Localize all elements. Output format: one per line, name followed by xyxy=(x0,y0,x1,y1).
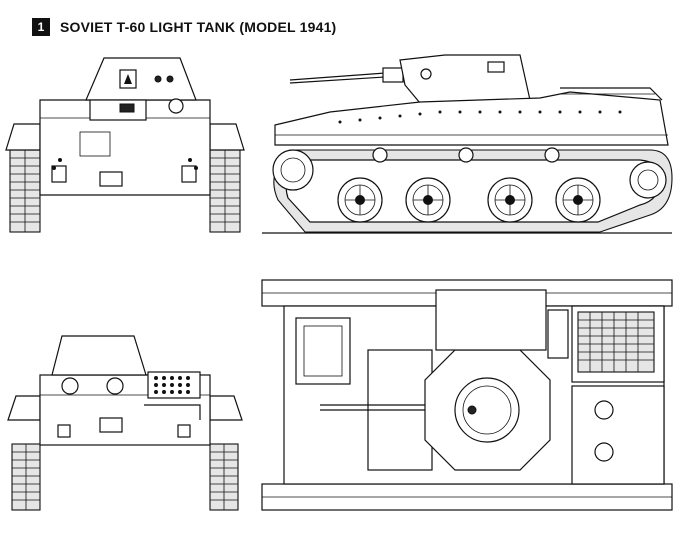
front-left-track xyxy=(9,149,41,233)
rear-turret xyxy=(51,335,147,376)
rear-view xyxy=(7,335,243,511)
front-turret xyxy=(85,57,197,101)
turret-hatch xyxy=(454,377,520,443)
plate-number-badge: 1 xyxy=(32,18,50,36)
side-turret xyxy=(399,54,531,104)
plate-title: SOVIET T-60 LIGHT TANK (MODEL 1941) xyxy=(60,19,337,35)
plate-header: 1 SOVIET T-60 LIGHT TANK (MODEL 1941) xyxy=(32,14,336,40)
drive-sprocket xyxy=(272,149,314,191)
side-view xyxy=(262,54,673,234)
front-right-track xyxy=(209,149,241,233)
front-view xyxy=(5,57,245,233)
main-gun xyxy=(289,72,386,81)
top-driver-hatch xyxy=(295,317,351,385)
top-view xyxy=(261,279,673,511)
side-hull xyxy=(274,91,669,146)
top-engine-grille xyxy=(577,311,655,373)
idler-wheel xyxy=(629,161,667,199)
road-wheels xyxy=(337,177,601,223)
